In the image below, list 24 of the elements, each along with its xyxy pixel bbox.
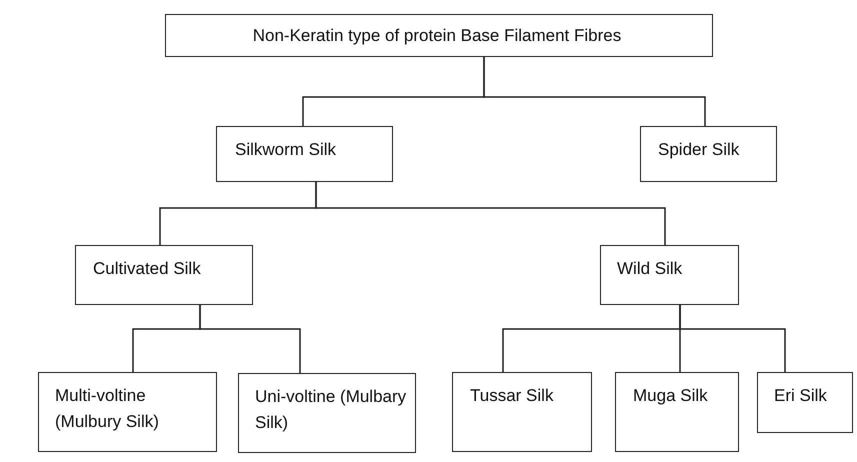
box-label: Spider Silk [658, 139, 740, 161]
box-label: Cultivated Silk [93, 258, 202, 280]
category-box [757, 372, 853, 433]
box-label: Non-Keratin type of protein Base Filament Fibres [252, 24, 622, 46]
connector-line [199, 305, 301, 373]
category-box [38, 372, 217, 452]
category-box [75, 245, 253, 305]
box-label: Silkworm Silk [235, 139, 338, 161]
connector-line [315, 182, 666, 245]
connector-line [483, 57, 706, 126]
category-box [640, 126, 777, 182]
category-box [165, 14, 713, 57]
category-box [452, 372, 592, 452]
box-label: Uni-voltine (Mulbary Silk) [255, 386, 408, 434]
box-label: Muga Silk [633, 385, 709, 407]
category-box [600, 245, 739, 305]
box-label: Wild Silk [617, 258, 684, 280]
category-box [238, 373, 416, 453]
connector-line [679, 305, 786, 372]
box-label: Multi-voltine (Mulbury Silk) [55, 385, 160, 433]
category-box [216, 126, 393, 182]
category-box [615, 372, 739, 452]
box-label: Eri Silk [774, 385, 828, 407]
box-label: Tussar Silk [470, 385, 554, 407]
